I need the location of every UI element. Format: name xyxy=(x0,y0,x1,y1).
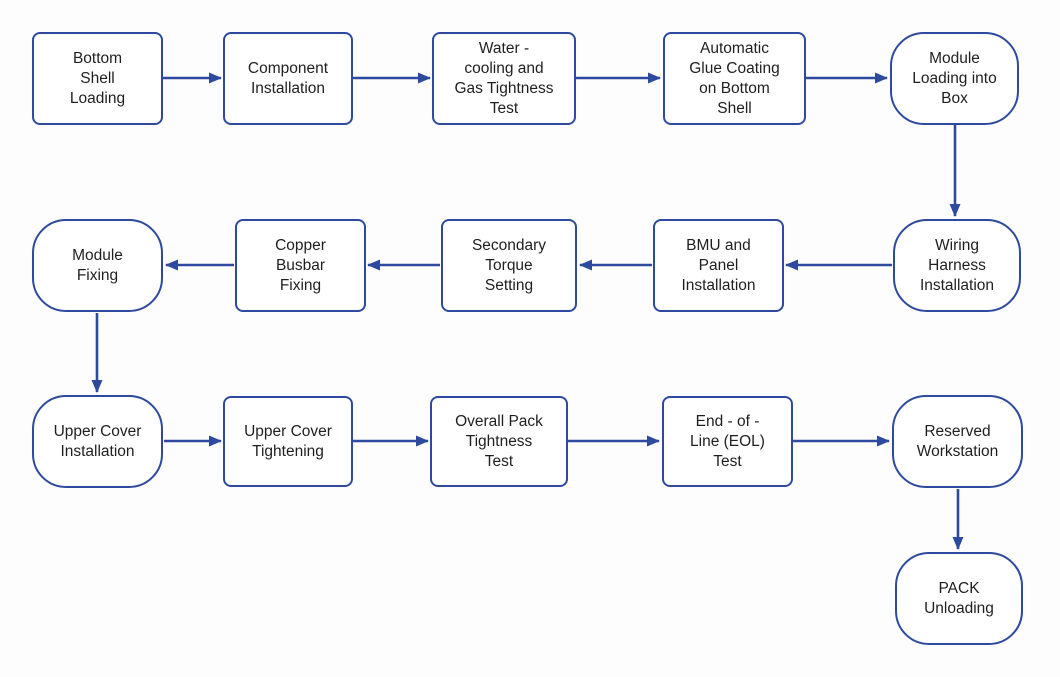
node-copper-busbar-fixing: Copper Busbar Fixing xyxy=(235,219,366,312)
node-upper-cover-tightening: Upper Cover Tightening xyxy=(223,396,353,487)
node-bottom-shell-loading: Bottom Shell Loading xyxy=(32,32,163,125)
node-bmu-panel-installation: BMU and Panel Installation xyxy=(653,219,784,312)
node-water-cooling-gas-test: Water - cooling and Gas Tightness Test xyxy=(432,32,576,125)
node-reserved-workstation: Reserved Workstation xyxy=(892,395,1023,488)
node-module-loading-into-box: Module Loading into Box xyxy=(890,32,1019,125)
node-overall-pack-tightness: Overall Pack Tightness Test xyxy=(430,396,568,487)
node-pack-unloading: PACK Unloading xyxy=(895,552,1023,645)
node-secondary-torque-setting: Secondary Torque Setting xyxy=(441,219,577,312)
node-wiring-harness-installation: Wiring Harness Installation xyxy=(893,219,1021,312)
node-component-installation: Component Installation xyxy=(223,32,353,125)
node-automatic-glue-coating: Automatic Glue Coating on Bottom Shell xyxy=(663,32,806,125)
node-upper-cover-installation: Upper Cover Installation xyxy=(32,395,163,488)
node-eol-test: End - of - Line (EOL) Test xyxy=(662,396,793,487)
node-module-fixing: Module Fixing xyxy=(32,219,163,312)
